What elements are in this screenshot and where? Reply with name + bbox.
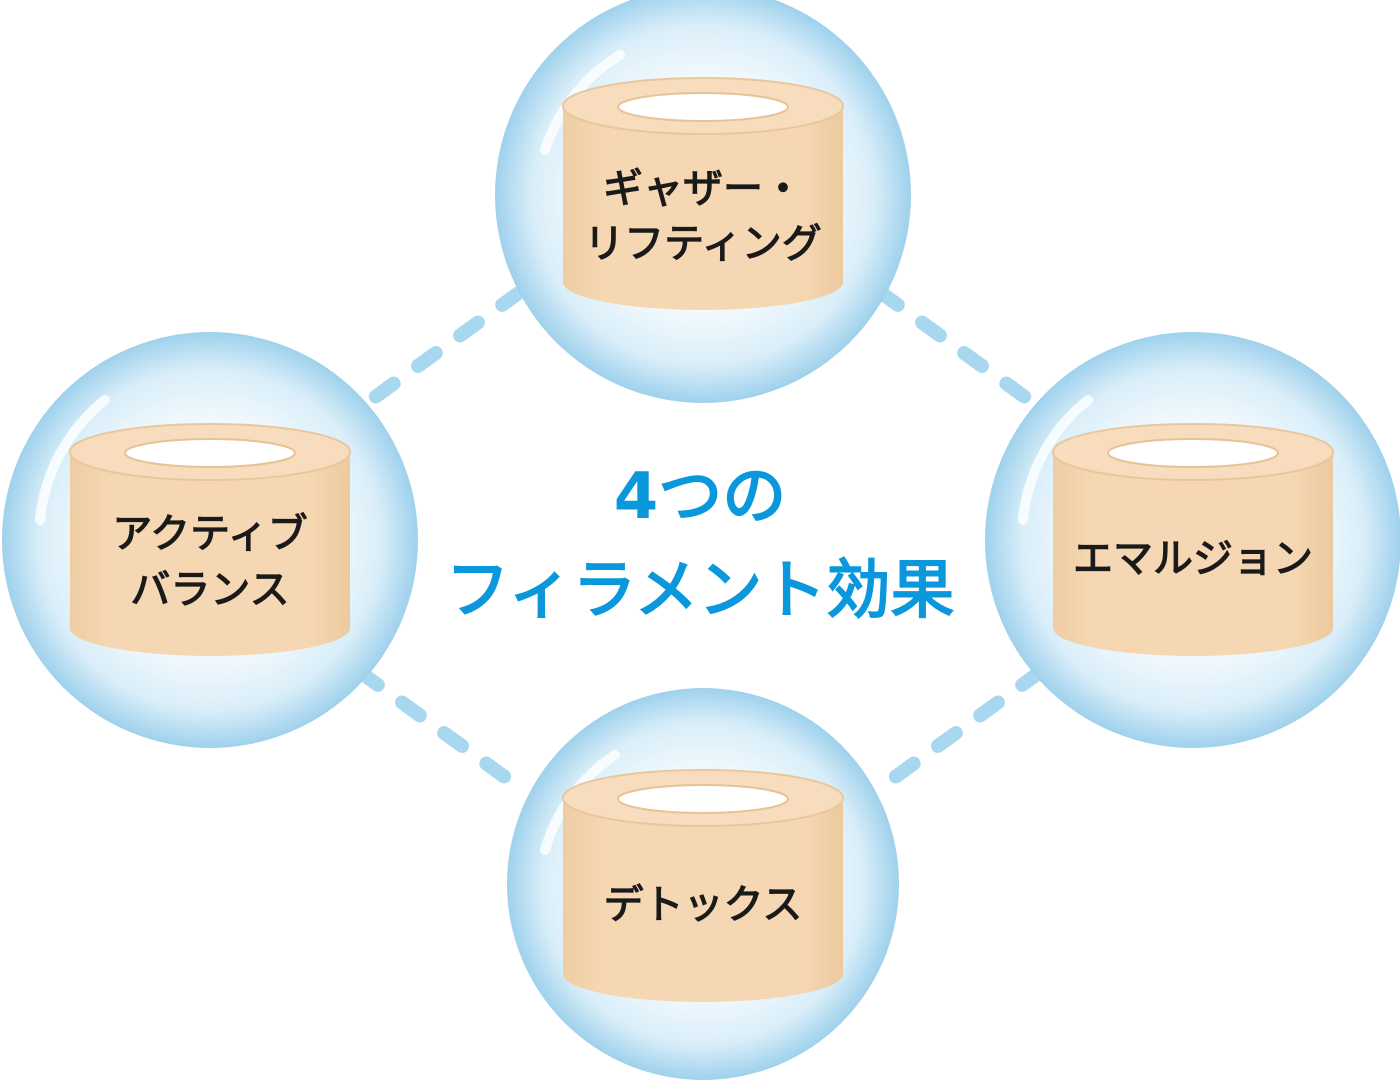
cylinder xyxy=(562,769,844,1002)
node-label-line1: デトックス xyxy=(604,882,803,928)
cylinder xyxy=(1052,423,1334,656)
connector-left-bottom xyxy=(353,665,527,795)
node-active-balance: アクティブ バランス xyxy=(2,332,418,748)
connector-right-bottom xyxy=(873,665,1047,795)
node-detox: デトックス xyxy=(507,688,899,1080)
cylinder-hole xyxy=(124,438,296,468)
connectors xyxy=(353,285,1047,795)
center-title-line2: フィラメント効果 xyxy=(446,554,955,628)
cylinder-hole xyxy=(617,92,789,122)
connector-top-right xyxy=(873,285,1047,415)
node-emulsion: エマルジョン xyxy=(985,332,1400,748)
bubble-highlight xyxy=(1018,395,1093,525)
node-label-line1: ギャザー・ xyxy=(603,166,803,212)
node-label-line2: リフティング xyxy=(584,221,822,267)
node-label-line1: エマルジョン xyxy=(1073,536,1313,582)
connector-top-left xyxy=(353,285,527,415)
node-label-line2: バランス xyxy=(130,567,289,613)
cylinder xyxy=(562,77,844,310)
node-gather-lifting: ギャザー・ リフティング xyxy=(495,0,911,403)
cylinder-hole xyxy=(617,784,789,814)
cylinder-hole xyxy=(1107,438,1279,468)
node-label-line1: アクティブ xyxy=(112,511,308,557)
bubble-highlight xyxy=(35,395,110,525)
center-title-line1: 4つの xyxy=(614,460,787,534)
center-title: 4つの フィラメント効果 xyxy=(446,460,955,628)
cylinder xyxy=(69,423,351,656)
